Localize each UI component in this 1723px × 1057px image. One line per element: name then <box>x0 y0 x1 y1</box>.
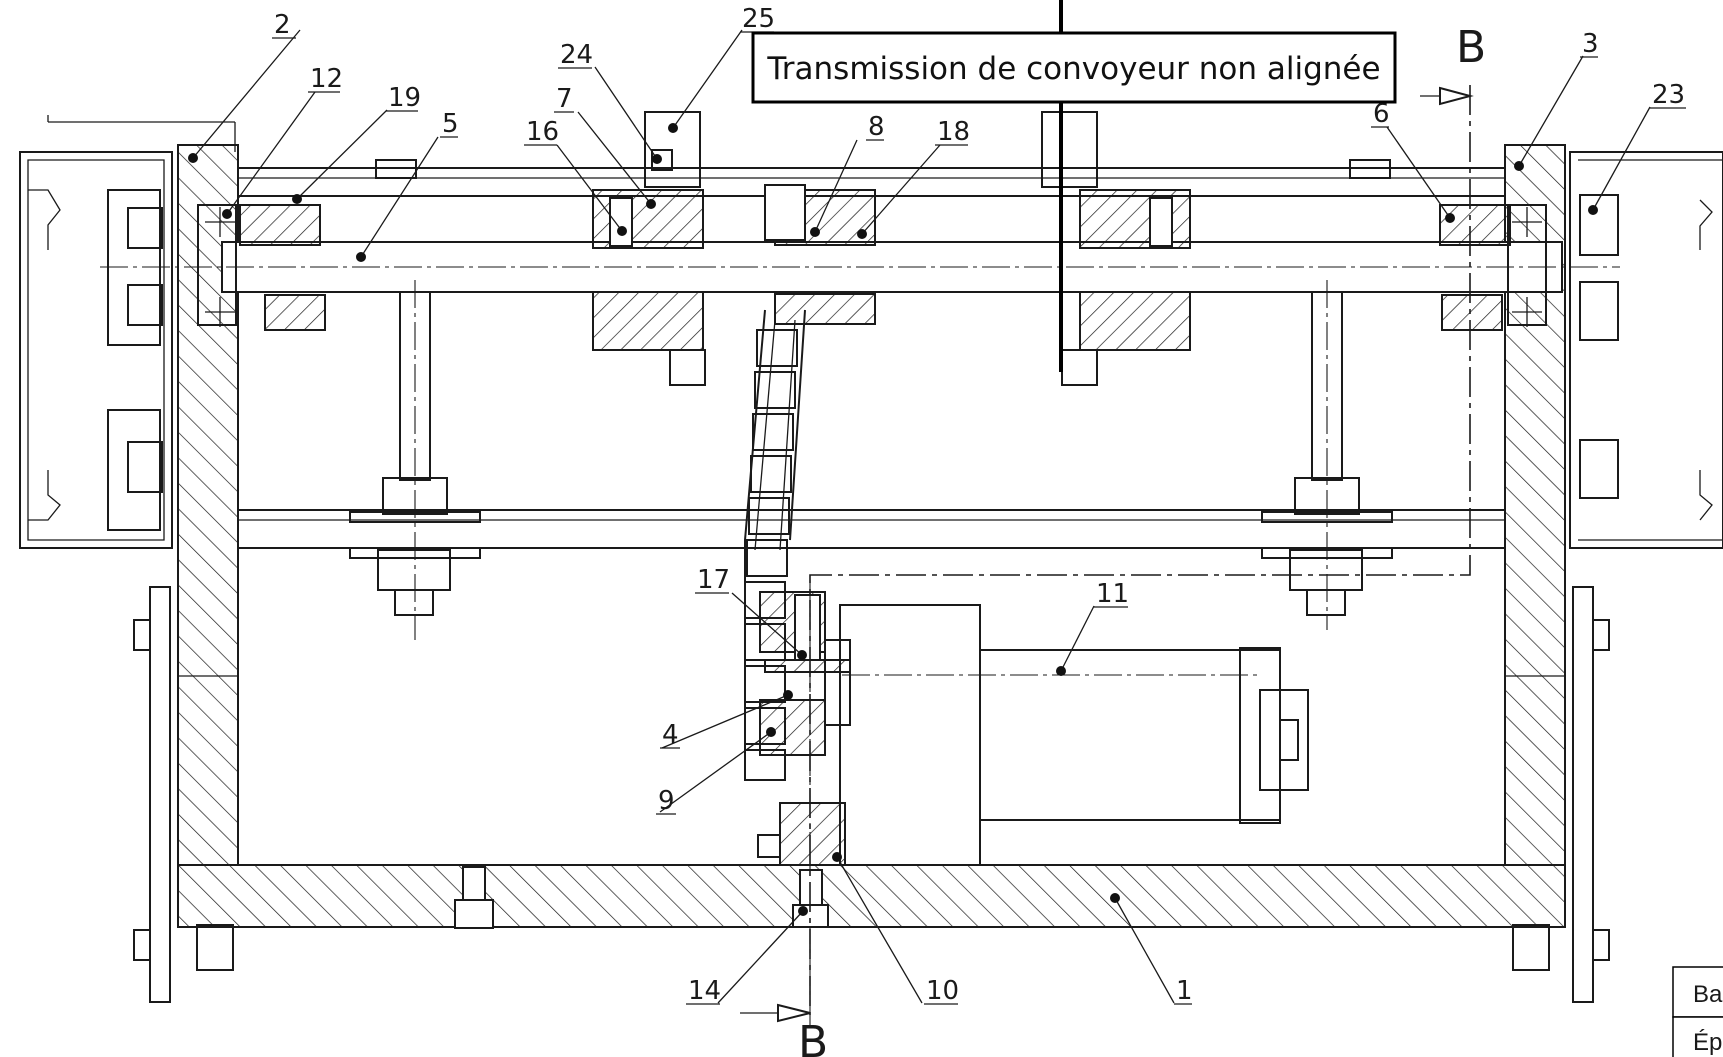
balloon-23: 23 <box>1652 80 1685 110</box>
balloon-10: 10 <box>926 976 959 1006</box>
balloon-25: 25 <box>742 4 775 34</box>
balloon-19: 19 <box>388 83 421 113</box>
balloon-5: 5 <box>442 109 459 139</box>
section-line-b <box>740 85 1474 1023</box>
balloon-3: 3 <box>1582 29 1599 59</box>
title-block: Ba Ép <box>1672 966 1723 1057</box>
balloon-11: 11 <box>1096 579 1129 609</box>
title-block-row1: Ba <box>1693 981 1723 1008</box>
balloon-leaders <box>188 29 1651 1004</box>
balloon-18: 18 <box>937 117 970 147</box>
section-label-bottom: B <box>798 1017 828 1057</box>
callout-box: Transmission de convoyeur non alignée <box>751 31 1397 104</box>
drive-chain <box>744 309 806 781</box>
balloon-24: 24 <box>560 40 593 70</box>
main-shaft <box>100 241 1620 293</box>
tie-rods <box>349 280 1393 640</box>
balloon-7: 7 <box>556 84 573 114</box>
sprocket-hubs <box>592 184 1191 351</box>
balloon-16: 16 <box>526 117 559 147</box>
balloon-2: 2 <box>274 10 291 40</box>
lower-sprocket <box>757 580 851 1030</box>
balloon-6: 6 <box>1373 99 1390 129</box>
balloon-4: 4 <box>662 720 679 750</box>
balloon-8: 8 <box>868 112 885 142</box>
balloon-labels: 2 12 19 5 24 25 7 16 8 18 6 3 23 17 11 4… <box>272 4 1686 1006</box>
left-channel-profile <box>19 115 236 549</box>
upper-chain-sprockets <box>375 111 1391 386</box>
right-channel-profile <box>1569 151 1723 549</box>
callout-text: Transmission de convoyeur non alignée <box>766 51 1380 87</box>
balloon-14: 14 <box>688 976 721 1006</box>
balloon-17: 17 <box>697 565 730 595</box>
upper-rails <box>237 167 1506 549</box>
gear-motor <box>824 604 1309 866</box>
bearing-blocks <box>197 204 1547 331</box>
balloon-12: 12 <box>310 64 343 94</box>
section-label-top: B <box>1456 22 1486 73</box>
title-block-row2: Ép <box>1693 1029 1722 1056</box>
balloon-1: 1 <box>1176 976 1193 1006</box>
balloon-9: 9 <box>658 786 675 816</box>
